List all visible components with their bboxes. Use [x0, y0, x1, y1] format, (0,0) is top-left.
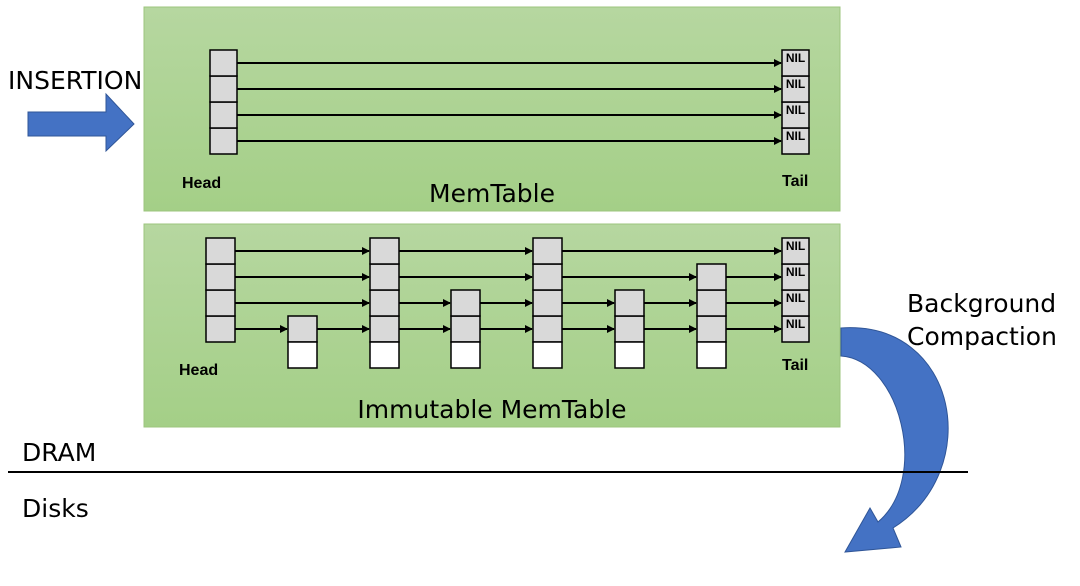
- compaction-arrow: [840, 327, 949, 553]
- skiplist-node-pointer-cell: [369, 237, 400, 265]
- compaction-label-line2: Compaction: [907, 322, 1057, 351]
- tail-nil-text: NIL: [786, 51, 805, 65]
- skiplist-node-key-cell: [369, 341, 400, 369]
- tail-nil-cell: [781, 101, 810, 129]
- insertion-arrow: [27, 92, 135, 153]
- head-node-pointer-cell: [205, 289, 236, 317]
- skiplist-node-pointer-cell: [696, 263, 727, 291]
- immutable-head-label: Head: [179, 362, 218, 379]
- tail-nil-cell: [781, 49, 810, 77]
- head-node-pointer-cell: [209, 127, 238, 155]
- compaction-label-line1: Background: [907, 289, 1056, 318]
- skiplist-node-pointer-cell: [614, 315, 645, 343]
- skiplist-node-pointer-cell: [369, 289, 400, 317]
- head-node-pointer-cell: [205, 315, 236, 343]
- skiplist-node-pointer-cell: [532, 315, 563, 343]
- skiplist-node-pointer-cell: [696, 315, 727, 343]
- skiplist-node-pointer-cell: [450, 289, 481, 317]
- head-node-pointer-cell: [209, 101, 238, 129]
- insertion-label: INSERTION: [8, 66, 142, 95]
- dram-label: DRAM: [22, 438, 96, 467]
- skiplist-node-key-cell: [696, 341, 727, 369]
- skiplist-node-key-cell: [614, 341, 645, 369]
- memtable-tail-label: Tail: [782, 173, 808, 190]
- skiplist-node-pointer-cell: [450, 315, 481, 343]
- skiplist-node-pointer-cell: [369, 315, 400, 343]
- head-node-pointer-cell: [209, 49, 238, 77]
- tail-nil-text: NIL: [786, 317, 805, 331]
- head-node-pointer-cell: [205, 263, 236, 291]
- tail-nil-cell: [781, 237, 810, 265]
- skiplist-node-pointer-cell: [532, 263, 563, 291]
- head-node-pointer-cell: [205, 237, 236, 265]
- skiplist-node-pointer-cell: [369, 263, 400, 291]
- skiplist-node-pointer-cell: [532, 289, 563, 317]
- tail-nil-text: NIL: [786, 265, 805, 279]
- memtable-title: MemTable: [429, 179, 555, 208]
- tail-nil-text: NIL: [786, 239, 805, 253]
- immutable-tail-label: Tail: [782, 357, 808, 374]
- tail-nil-cell: [781, 75, 810, 103]
- head-node-pointer-cell: [209, 75, 238, 103]
- skiplist-node-key-cell: [450, 341, 481, 369]
- skiplist-node-pointer-cell: [696, 289, 727, 317]
- memtable-head-label: Head: [182, 175, 221, 192]
- immutable-title: Immutable MemTable: [357, 395, 626, 424]
- disks-label: Disks: [22, 494, 89, 523]
- skiplist-node-key-cell: [287, 341, 318, 369]
- tail-nil-text: NIL: [786, 129, 805, 143]
- memtable-panel: [143, 6, 841, 212]
- skiplist-node-pointer-cell: [287, 315, 318, 343]
- tail-nil-text: NIL: [786, 77, 805, 91]
- immutable-skiplist: NIL NIL NIL NIL: [205, 237, 810, 369]
- skiplist-node-pointer-cell: [614, 289, 645, 317]
- tail-nil-text: NIL: [786, 291, 805, 305]
- tail-nil-text: NIL: [786, 103, 805, 117]
- skiplist-node-pointer-cell: [532, 237, 563, 265]
- memtable-skiplist: NIL NIL NIL NIL: [209, 49, 810, 155]
- skiplist-node-key-cell: [532, 341, 563, 369]
